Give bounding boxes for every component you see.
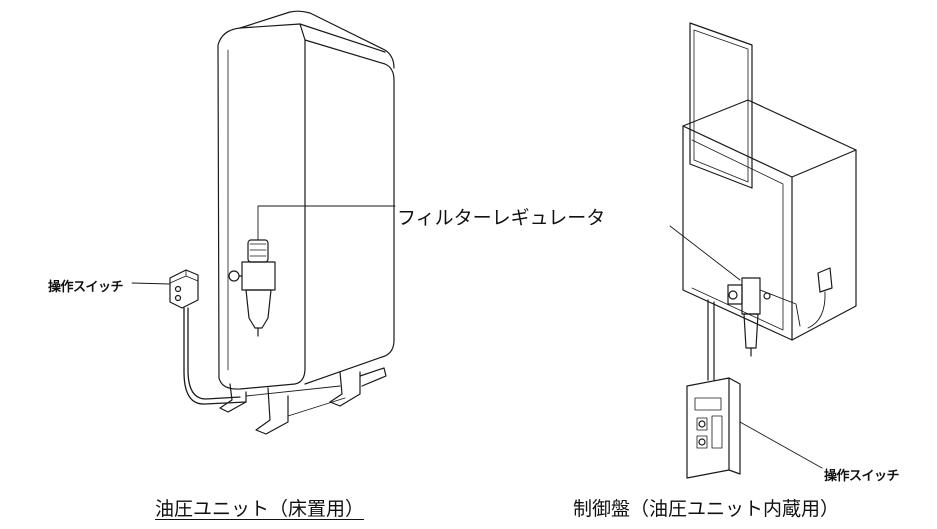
caption-right: 制御盤（油圧ユニット内蔵用） [573,498,840,520]
operation-switch-left [169,269,199,309]
filter-regulator-left [228,239,276,337]
label-filter-regulator: フィルターレギュレータ [397,207,606,229]
operation-switch-right [686,377,741,479]
label-switch-left: 操作スイッチ [48,280,124,295]
caption-left: 油圧ユニット（床置用） [155,498,365,520]
hydraulic-unit-floor [131,10,396,435]
filter-regulator-right [727,277,801,357]
control-panel [669,22,857,479]
label-switch-right: 操作スイッチ [824,469,900,484]
